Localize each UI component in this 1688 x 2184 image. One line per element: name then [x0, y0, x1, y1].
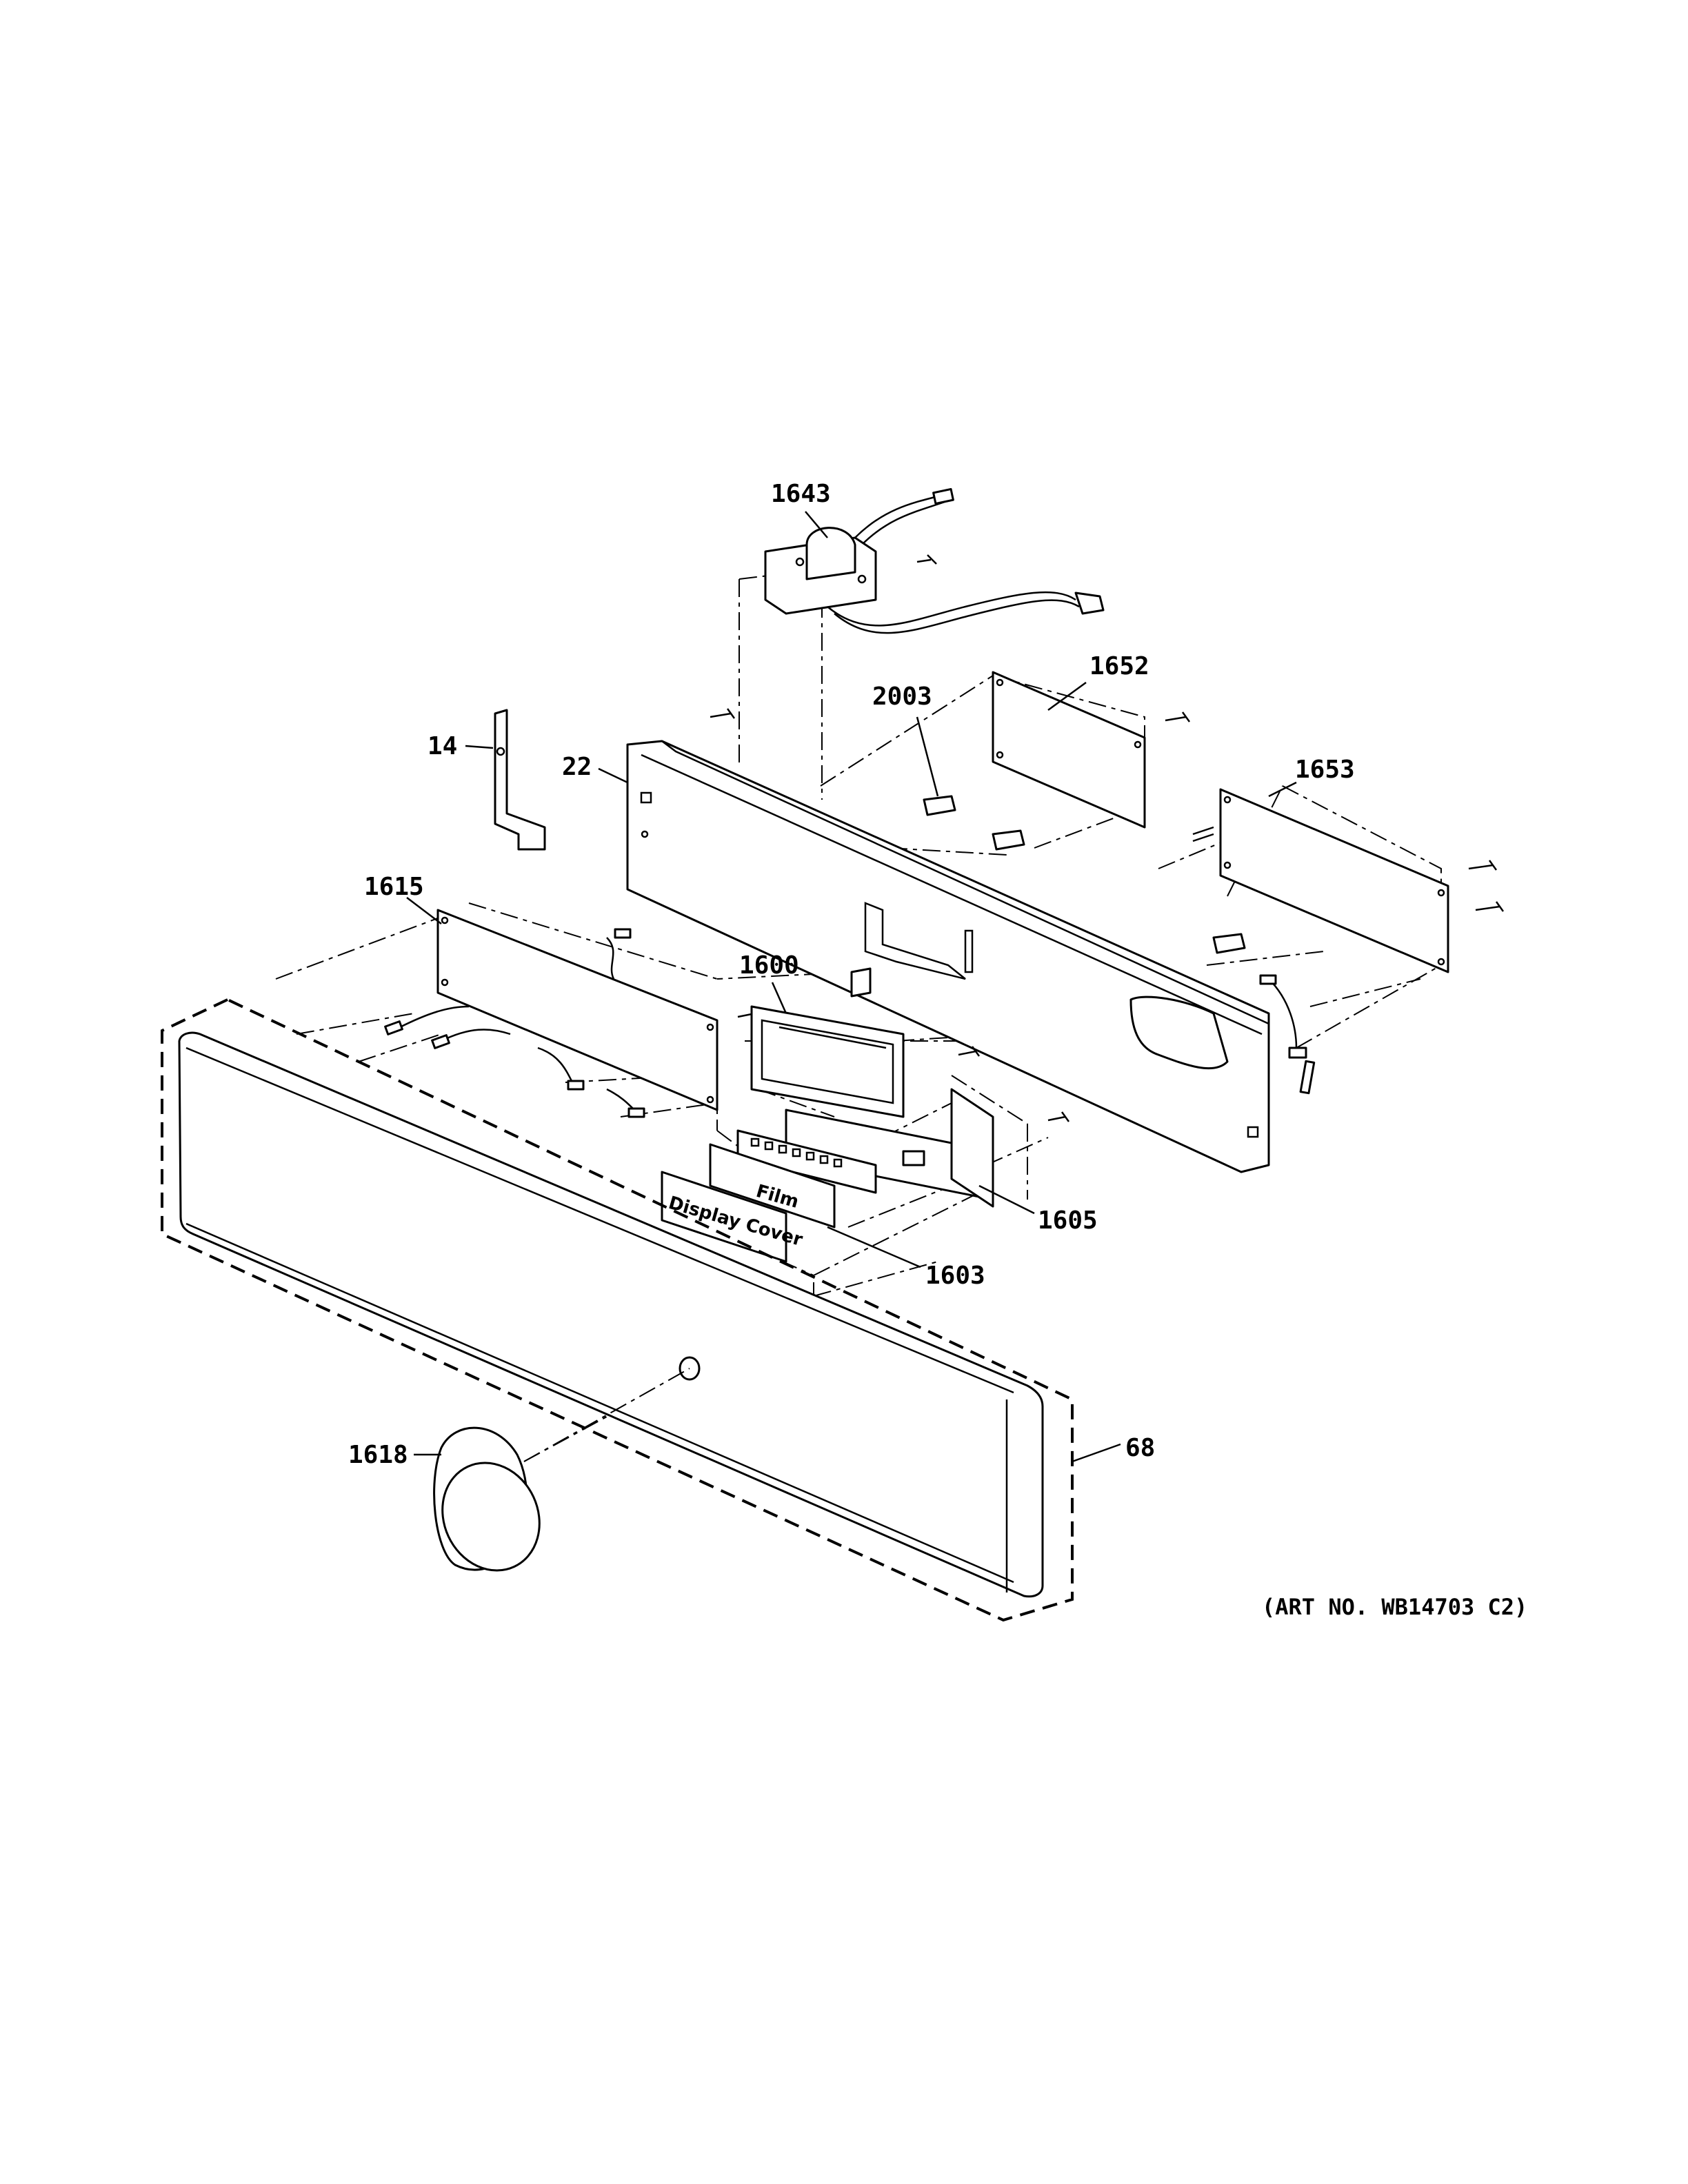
label-1643: 1643 — [771, 480, 831, 508]
label-22: 22 — [562, 753, 592, 781]
part-1600-display — [750, 1005, 905, 1118]
label-1615: 1615 — [364, 873, 424, 901]
part-1643-transformer — [764, 487, 1105, 634]
art-number: (ART NO. WB14703 C2) — [1262, 1594, 1527, 1620]
part-1605-board — [736, 1088, 994, 1208]
part-2003-connectors — [923, 795, 1246, 954]
callout-labels: 1643 1652 2003 14 22 1653 1615 1600 1605… — [348, 480, 1355, 1469]
label-1652: 1652 — [1089, 652, 1149, 680]
part-1652-board — [992, 671, 1146, 829]
part-1653-board — [1192, 788, 1449, 1059]
label-1600: 1600 — [739, 951, 799, 980]
part-1618-knob — [433, 1368, 690, 1572]
label-1618: 1618 — [348, 1441, 408, 1469]
part-68-front-panel — [161, 998, 1074, 1622]
label-14: 14 — [428, 732, 457, 760]
label-1603: 1603 — [925, 1262, 985, 1290]
part-1615-board — [384, 909, 719, 1118]
part-14-bracket — [494, 709, 546, 851]
label-68: 68 — [1125, 1434, 1155, 1462]
part-22-rail — [626, 740, 1316, 1173]
label-1605: 1605 — [1038, 1206, 1098, 1235]
label-1653: 1653 — [1295, 756, 1355, 784]
leader-lines — [406, 511, 1297, 1463]
label-2003: 2003 — [872, 682, 932, 711]
